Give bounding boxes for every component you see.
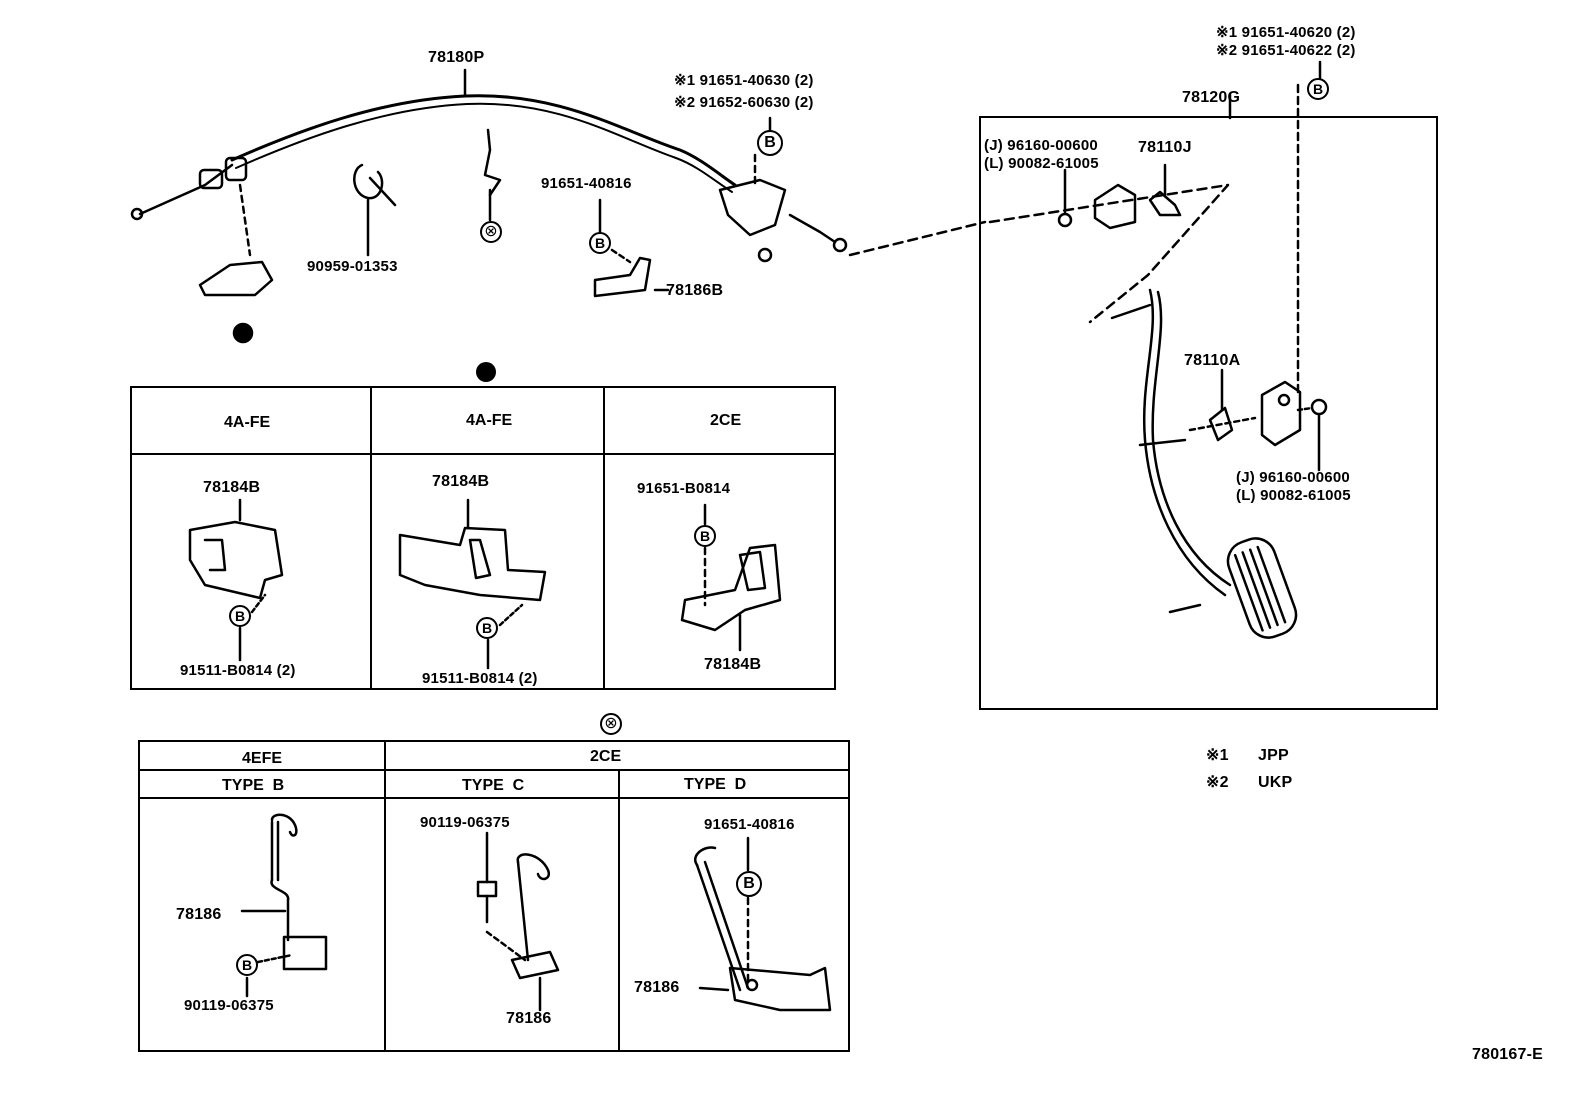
table1-cell3-bolt: 91651-B0814 [637,480,731,497]
table1-cell1-bolt: 91511-B0814 (2) [180,662,296,679]
table2-cellD-bolt: 91651-40816 [704,816,795,833]
note-jpp-text: JPP [1258,747,1289,764]
table2-group-4efe: 4EFE [242,750,283,767]
b-mark: B [229,605,251,627]
label-bracket: 78186B [666,282,724,299]
table1-header-1: 4A-FE [224,414,271,431]
table1-header-2: 4A-FE [466,412,513,429]
diagram-id: 780167-E [1472,1046,1543,1063]
label-cable: 78180P [428,49,485,66]
label-bushing: 78110J [1138,139,1192,156]
table2-group-2ce: 2CE [590,748,622,765]
label-pedal-bolt-ukp: ※2 91651-40622 (2) [1216,42,1356,59]
table1-cell1-part: 78184B [203,479,261,496]
table2-cellB-bolt: 90119-06375 [184,997,274,1014]
label-pedal-bracket: 78110A [1184,352,1241,369]
b-mark: B [736,871,762,897]
b-mark: B [757,130,783,156]
note-ukp-mark: ※2 [1206,774,1229,791]
table2-type-c: TYPE C [462,777,525,794]
pedal-assy-box [979,116,1438,710]
table2-type-b: TYPE B [222,777,285,794]
b-mark: B [1307,78,1329,100]
label-upper-nut-l: (L) 90082-61005 [984,155,1099,172]
variant-table-1 [130,386,836,690]
x-mark: ⊗ [480,221,502,243]
b-mark: B [694,525,716,547]
label-lower-nut-j: (J) 96160-00600 [1236,469,1350,486]
label-lower-nut-l: (L) 90082-61005 [1236,487,1351,504]
variant-table-2 [138,740,850,1052]
label-clip: 90959-01353 [307,258,398,275]
table2-cellB-part: 78186 [176,906,222,923]
note-ukp-text: UKP [1258,774,1293,791]
x-mark: ⊗ [600,713,622,735]
label-upper-nut-j: (J) 96160-00600 [984,137,1098,154]
b-mark: B [589,232,611,254]
b-mark: B [236,954,258,976]
table2-cellD-part: 78186 [634,979,680,996]
table2-type-d: TYPE D [684,776,747,793]
label-screw: 91651-40816 [541,175,632,192]
label-pedal-bolt-jpp: ※1 91651-40620 (2) [1216,24,1356,41]
section-dot-marker [476,362,496,382]
label-pedal-assy: 78120G [1182,89,1241,106]
table1-cell2-part: 78184B [432,473,490,490]
label-bolt-jpp: ※1 91651-40630 (2) [674,72,814,89]
label-bolt-ukp: ※2 91652-60630 (2) [674,94,814,111]
table2-cellC-part: 78186 [506,1010,552,1027]
note-jpp-mark: ※1 [1206,747,1229,764]
table2-cellC-bolt: 90119-06375 [420,814,510,831]
table1-cell3-part: 78184B [704,656,762,673]
b-mark: B [476,617,498,639]
table1-header-3: 2CE [710,412,742,429]
table1-cell2-bolt: 91511-B0814 (2) [422,670,538,687]
